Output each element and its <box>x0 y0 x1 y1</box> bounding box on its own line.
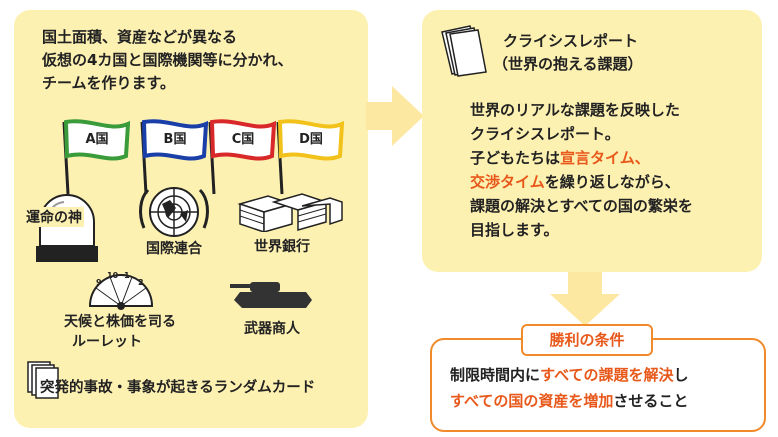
body-text: を繰り返しながら、 <box>544 173 680 191</box>
flag-d-icon <box>276 119 344 195</box>
body-text: 子どもたちは <box>470 149 561 167</box>
un-emblem-icon <box>139 187 209 237</box>
report-stack-icon <box>441 25 487 77</box>
report-title-line: クライシスレポート <box>503 32 639 50</box>
body-line: 交渉タイムを繰り返しながら、 <box>470 170 693 194</box>
victory-text: 制限時間内にすべての課題を解決し すべての国の資産を増加させること <box>450 362 689 414</box>
victory-badge: 勝利の条件 <box>521 324 653 356</box>
victory-line: 制限時間内にすべての課題を解決し <box>450 362 689 388</box>
flag-label: D国 <box>299 132 323 147</box>
arrow-down-icon <box>550 272 620 326</box>
flag-a-icon <box>62 119 130 195</box>
roulette-icon <box>88 274 154 310</box>
un-label: 国際連合 <box>146 241 202 257</box>
body-line: 子どもたちは宣言タイム、 <box>470 146 693 170</box>
intro-line: 国土面積、資産などが異なる <box>42 28 238 46</box>
roulette-number: 1 <box>124 271 130 280</box>
body-line: 目指します。 <box>470 221 559 239</box>
intro-line: 仮想の4カ国と国際機関等に分かれ、 <box>42 51 293 69</box>
roulette-number: 10 <box>107 271 119 280</box>
arrow-right-icon <box>366 86 424 146</box>
victory-highlight: すべての国の資産を増加 <box>450 392 614 410</box>
victory-text-part: 制限時間内に <box>450 366 541 384</box>
intro-text: 国土面積、資産などが異なる 仮想の4カ国と国際機関等に分かれ、 チームを作ります… <box>42 26 293 95</box>
flag-label: C国 <box>231 132 255 147</box>
tank-icon <box>230 282 312 308</box>
cards-icon <box>27 361 59 399</box>
victory-highlight: すべての課題を解決 <box>540 366 674 384</box>
victory-line: すべての国の資産を増加させること <box>450 388 689 414</box>
flag-b-icon <box>140 119 208 195</box>
report-title-line: （世界の抱える課題） <box>493 55 643 73</box>
roulette-label-line: 天候と株価を司る <box>64 314 176 330</box>
body-line: 世界のリアルな課題を反映した <box>470 101 680 119</box>
flag-c-icon <box>208 119 276 195</box>
victory-text-part: させること <box>613 392 689 410</box>
flag-label: B国 <box>163 132 187 147</box>
flag-label: A国 <box>85 132 109 147</box>
report-body: 世界のリアルな課題を反映した クライシスレポート。 子どもたちは宣言タイム、 交… <box>470 98 693 242</box>
money-stack-icon <box>237 193 343 232</box>
god-label: 運命の神 <box>24 207 84 227</box>
roulette-number: 2 <box>138 278 144 287</box>
victory-text-part: し <box>673 366 689 384</box>
bank-label: 世界銀行 <box>254 239 310 255</box>
cards-label: 突発的事故・事象が起きるランダムカード <box>40 380 316 396</box>
declaration-time-text: 宣言タイム、 <box>560 149 650 167</box>
negotiation-time-text: 交渉タイム <box>470 173 545 191</box>
intro-line: チームを作ります。 <box>42 74 176 92</box>
body-line: クライシスレポート。 <box>470 125 620 143</box>
roulette-label-line: ルーレット <box>72 334 142 350</box>
arms-label: 武器商人 <box>244 321 300 337</box>
roulette-number: 9 <box>96 278 102 287</box>
roulette-label: 天候と株価を司る ルーレット <box>64 312 176 352</box>
body-line: 課題の解決とすべての国の繁栄を <box>470 197 693 215</box>
report-title: クライシスレポート （世界の抱える課題） <box>493 30 643 76</box>
